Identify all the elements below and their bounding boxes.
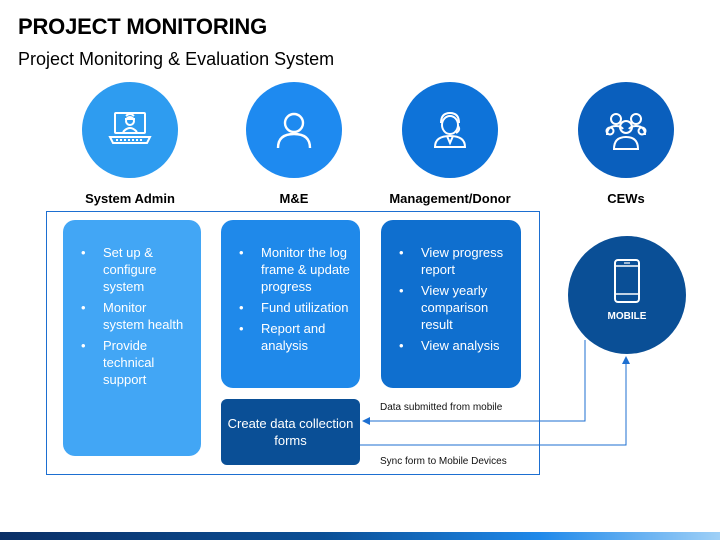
role-label-me: M&E xyxy=(279,191,309,206)
admin-item: Provide technical support xyxy=(73,337,191,388)
role-label-cews: CEWs xyxy=(607,191,645,206)
me-card: Monitor the log frame & update progress … xyxy=(221,220,360,388)
admin-item: Set up & configure system xyxy=(73,244,191,295)
footer-bar xyxy=(0,532,720,540)
data-submitted-arrow xyxy=(362,340,586,425)
system-frame xyxy=(46,211,540,475)
me-item: Report and analysis xyxy=(231,320,350,354)
role-label-management-donor: Management/Donor xyxy=(389,191,511,206)
create-forms-box: Create data collection forms xyxy=(221,399,360,465)
create-forms-label: Create data collection forms xyxy=(227,416,354,448)
data-submitted-note: Data submitted from mobile xyxy=(380,402,503,413)
role-label-system-admin: System Admin xyxy=(85,191,175,206)
role-circle-system-admin xyxy=(82,82,178,178)
sync-note: Sync form to Mobile Devices xyxy=(380,456,507,467)
mobile-circle xyxy=(568,236,686,354)
role-circle-cews xyxy=(578,82,674,178)
donor-item: View yearly comparison result xyxy=(391,282,511,333)
mobile-phone-icon xyxy=(614,259,640,303)
donor-item: View progress report xyxy=(391,244,511,278)
page-subtitle: Project Monitoring & Evaluation System xyxy=(18,49,335,69)
sync-arrow xyxy=(360,356,630,446)
admin-item: Monitor system health xyxy=(73,299,191,333)
role-circle-management-donor xyxy=(402,82,498,178)
me-item: Fund utilization xyxy=(231,299,350,316)
admin-card: Set up & configure system Monitor system… xyxy=(63,220,201,456)
role-circle-me xyxy=(246,82,342,178)
donor-card: View progress report View yearly compari… xyxy=(381,220,521,388)
system-admin-icon xyxy=(108,112,152,144)
donor-item: View analysis xyxy=(391,337,511,354)
manager-icon xyxy=(433,111,467,148)
user-icon xyxy=(276,112,312,149)
group-icon xyxy=(605,113,647,150)
me-item: Monitor the log frame & update progress xyxy=(231,244,350,295)
mobile-label: MOBILE xyxy=(607,311,647,322)
page-title: PROJECT MONITORING xyxy=(18,14,268,39)
